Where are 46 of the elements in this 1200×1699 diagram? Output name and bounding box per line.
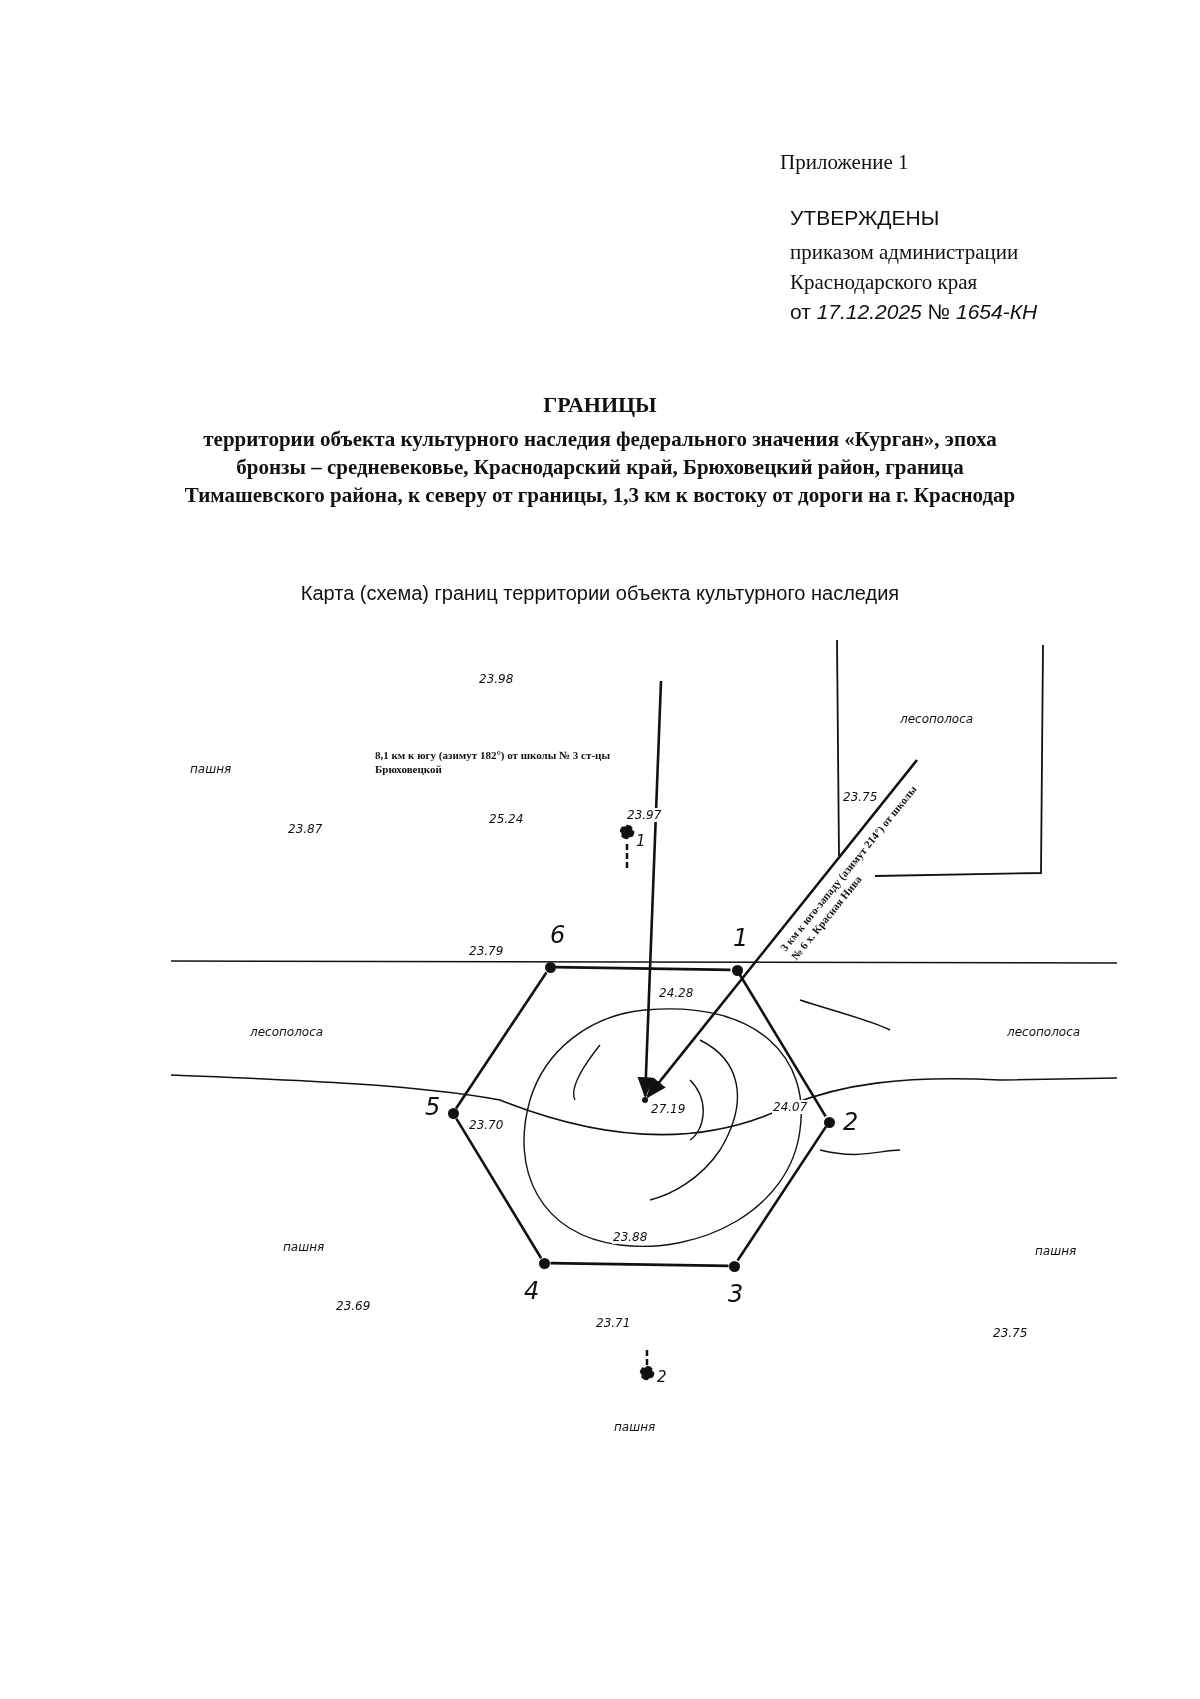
header-text: Краснодарского края	[790, 270, 978, 295]
spot-height-value: 23.75	[992, 1326, 1029, 1340]
spot-height-value: 23.69	[335, 1299, 372, 1313]
boundary-line	[454, 971, 548, 1110]
title-description: территории объекта культурного наследия федерального значения «Курган», эпоха бронзы – средневековье, Краснодарский край, Брюховецкий район, граница Тимашевского района, к северу от границы, 1,3 км к востоку от дороги на г. Краснодар	[183, 426, 1017, 509]
header-text: приказом администрации	[790, 240, 1019, 265]
land-use-label: пашня	[1035, 1244, 1077, 1258]
boundary-line	[455, 1117, 543, 1259]
point-number: 4	[524, 1277, 540, 1305]
header-text: Приложение 1	[780, 150, 909, 175]
order-date-number: от 17.12.2025 № 1654-КН	[790, 300, 1038, 324]
land-use-label: пашня	[614, 1420, 656, 1434]
boundary-line	[550, 1261, 729, 1268]
spot-height-value: 23.79	[468, 944, 505, 958]
land-use-label: лесополоса	[900, 712, 974, 726]
point-number: 6	[550, 921, 566, 949]
spot-height-value: 23.98	[478, 672, 515, 686]
land-use-label: лесополоса	[1007, 1025, 1081, 1039]
spot-height-value: 24.28	[658, 986, 695, 1000]
boundary-line	[738, 974, 827, 1118]
benchmark-number: 2	[657, 1368, 667, 1386]
spot-height-value: 23.88	[612, 1230, 649, 1244]
spot-height-value: 23.97	[626, 808, 663, 822]
spot-height-value: 27.19	[651, 1102, 686, 1116]
spot-height-value: 23.75	[842, 790, 879, 804]
boundary-line	[555, 965, 731, 972]
spot-height-value: 24.07	[772, 1100, 809, 1114]
spot-height-value: 23.70	[468, 1118, 505, 1132]
point-number: 5	[425, 1093, 441, 1121]
land-use-label: пашня	[190, 762, 232, 776]
approval-heading: УТВЕРЖДЕНЫ	[790, 206, 940, 230]
arrow	[646, 759, 918, 1099]
boundary-line	[736, 1125, 828, 1262]
spot-height-value: 23.71	[595, 1316, 632, 1330]
land-use-label: пашня	[283, 1240, 325, 1254]
spot-height-value: 23.87	[287, 822, 324, 836]
heading: ГРАНИЦЫ	[542, 392, 658, 418]
point-number: 3	[728, 1280, 744, 1308]
point-number: 1	[733, 924, 749, 952]
distance-note: 8,1 км к югу (азимут 182°) от школы № 3 ст-цы Брюховецкой	[375, 748, 611, 776]
point-number: 2	[843, 1108, 859, 1136]
spot-height-value: 25.24	[488, 812, 525, 826]
benchmark-number: 1	[636, 832, 646, 850]
arrow	[637, 680, 663, 1099]
map-subtitle: Карта (схема) границ территории объекта культурного наследия	[299, 582, 901, 605]
land-use-label: лесополоса	[250, 1025, 324, 1039]
